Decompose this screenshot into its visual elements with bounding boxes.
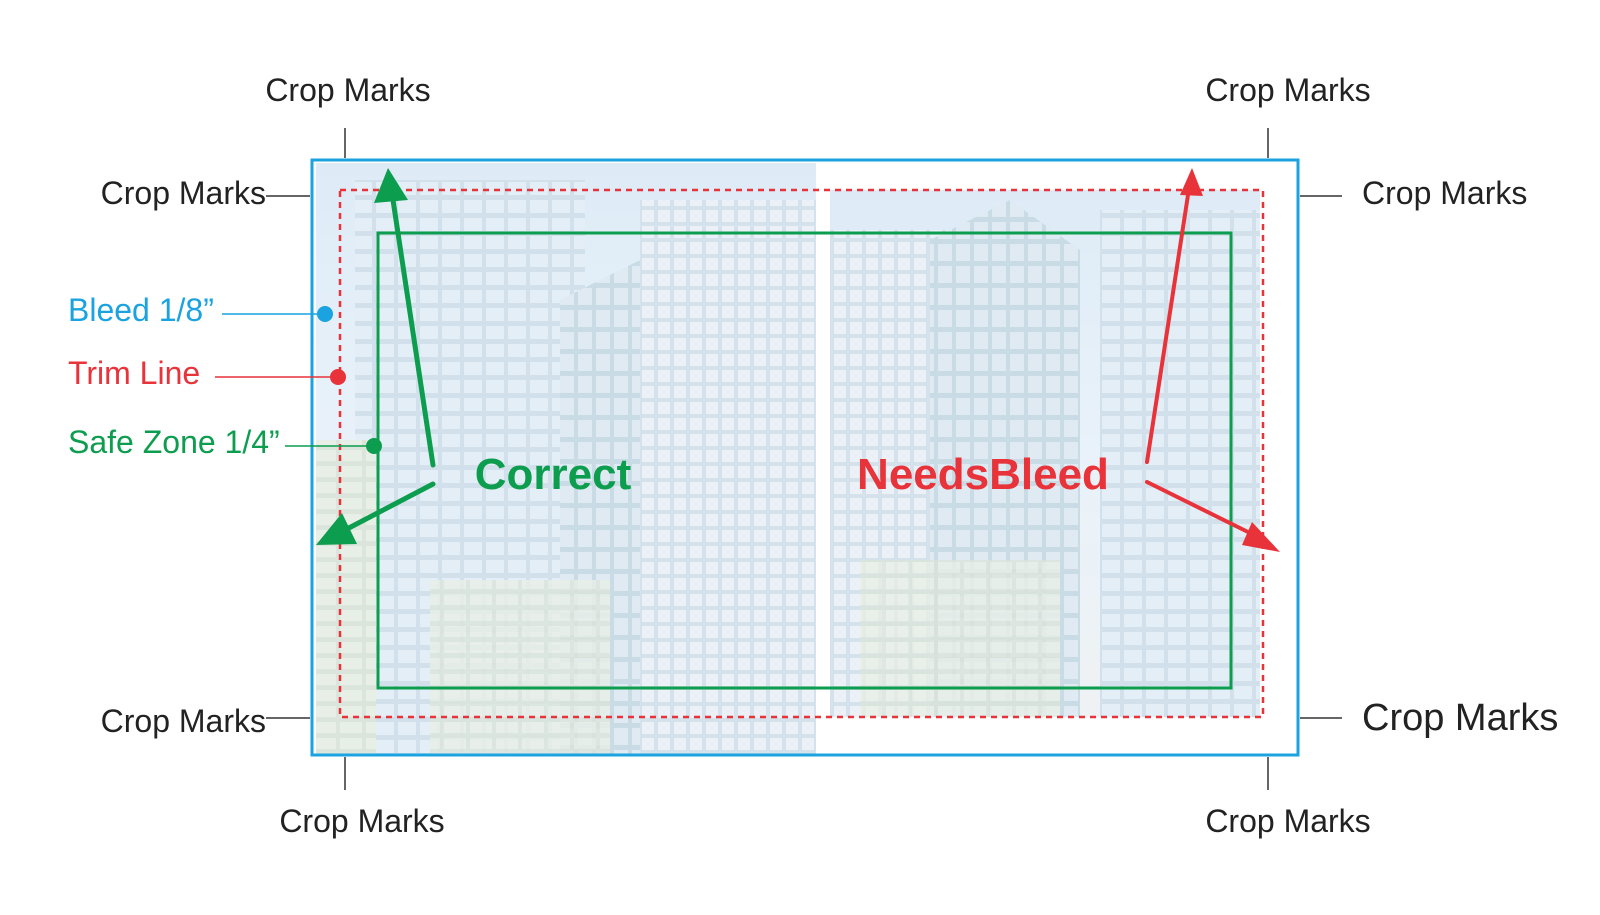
legend-safe-label: Safe Zone 1/4” [68, 424, 280, 460]
crop-label-left-bottom: Crop Marks [101, 703, 266, 739]
crop-mark-lines [266, 128, 1342, 790]
crop-label-right-bottom: Crop Marks [1362, 697, 1558, 739]
arrow-up-red-icon [1180, 168, 1203, 196]
city-skyscrapers-photo-right [830, 190, 1260, 717]
bleed-boundary [310, 158, 1300, 757]
safe-dot-icon [366, 438, 382, 454]
crop-label-top-right: Crop Marks [1205, 72, 1370, 108]
crop-label-top-left: Crop Marks [265, 72, 430, 108]
city-skyscrapers-photo-left [316, 163, 816, 755]
needs-bleed-arrows [1145, 168, 1280, 552]
trim-dot-icon [330, 369, 346, 385]
legend-trim-label: Trim Line [68, 355, 200, 391]
legend-bleed-label: Bleed 1/8” [68, 292, 214, 328]
arrow-up-icon [374, 168, 408, 203]
arrow-down-left-icon [316, 513, 357, 545]
safe-zone [376, 231, 1233, 690]
arrow-down-right-red-icon [1242, 522, 1280, 552]
crop-label-right-top: Crop Marks [1362, 175, 1527, 211]
crop-label-bottom-right: Crop Marks [1205, 803, 1370, 839]
correct-label: Correct [475, 450, 632, 499]
needs-bleed-label: NeedsBleed [857, 450, 1109, 499]
crop-label-left-top: Crop Marks [101, 175, 266, 211]
bleed-dot-icon [317, 306, 333, 322]
correct-arrows [316, 168, 436, 545]
crop-label-bottom-left: Crop Marks [279, 803, 444, 839]
